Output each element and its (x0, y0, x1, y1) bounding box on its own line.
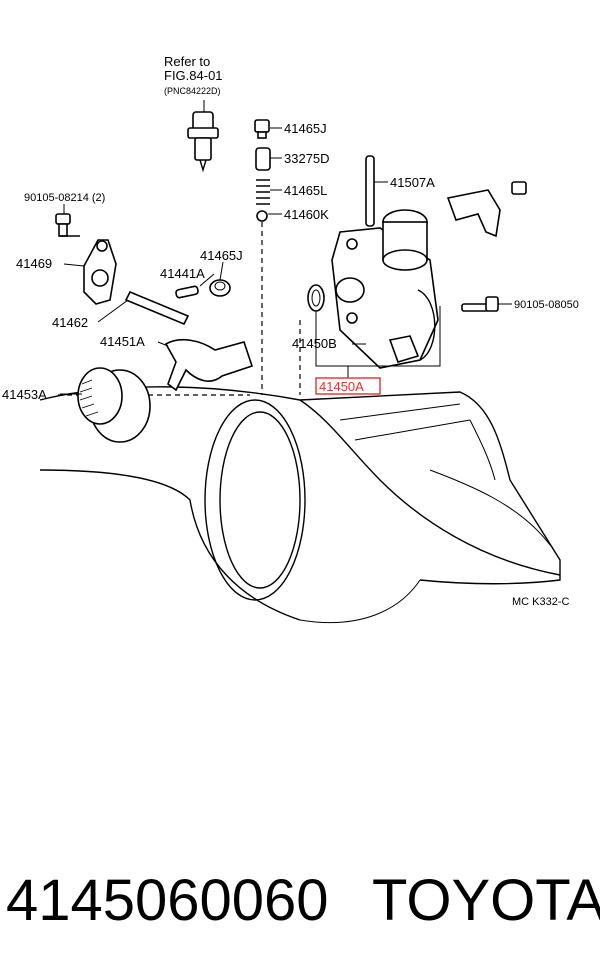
transmission-case (39, 386, 561, 624)
connector-part (187, 100, 219, 173)
diagram-code: MC K332-C (512, 596, 570, 608)
rod-part (365, 155, 375, 227)
refer-note-line3: (PNC84222D) (164, 86, 221, 96)
part-number: 4145060060 (6, 868, 329, 933)
label-41465J-top: 41465J (284, 121, 327, 136)
label-41507A: 41507A (390, 175, 435, 190)
shift-fork-part (164, 338, 254, 392)
refer-note-line2: FIG.84-01 (164, 68, 223, 83)
shift-actuator-assembly (331, 209, 439, 369)
lever-part (83, 239, 117, 305)
highlighted-part-label: 41450A (315, 377, 381, 395)
footer-caption: 4145060060 TOYOTA (0, 856, 600, 946)
bushing-part (209, 279, 231, 297)
label-33275D: 33275D (284, 151, 330, 166)
highlight-box (315, 377, 381, 395)
bolt-90105-08214 (55, 213, 80, 237)
refer-note-line1: Refer to (164, 54, 210, 69)
brand-name: TOYOTA (372, 868, 600, 933)
label-41451A: 41451A (100, 334, 145, 349)
label-41465L: 41465L (284, 183, 327, 198)
label-41450B: 41450B (292, 336, 337, 351)
hub-sleeve-part (77, 367, 151, 443)
label-41450A: 41450A (319, 379, 364, 394)
o-ring-part (307, 284, 325, 312)
label-90105-08050: 90105-08050 (514, 299, 579, 311)
label-41460K: 41460K (284, 207, 329, 222)
label-41469: 41469 (16, 256, 52, 271)
label-41441A: 41441A (160, 266, 205, 281)
label-41465J-mid: 41465J (200, 248, 243, 263)
leader-lines (60, 127, 512, 395)
pin-part (175, 285, 199, 299)
shift-shaft-part (124, 290, 190, 326)
label-90105-08214: 90105-08214 (2) (24, 192, 105, 204)
label-41462: 41462 (52, 315, 88, 330)
bracket-part (446, 181, 527, 238)
plunger-stack (254, 119, 271, 222)
bolt-90105-08050 (461, 296, 499, 312)
label-41453A: 41453A (2, 387, 47, 402)
